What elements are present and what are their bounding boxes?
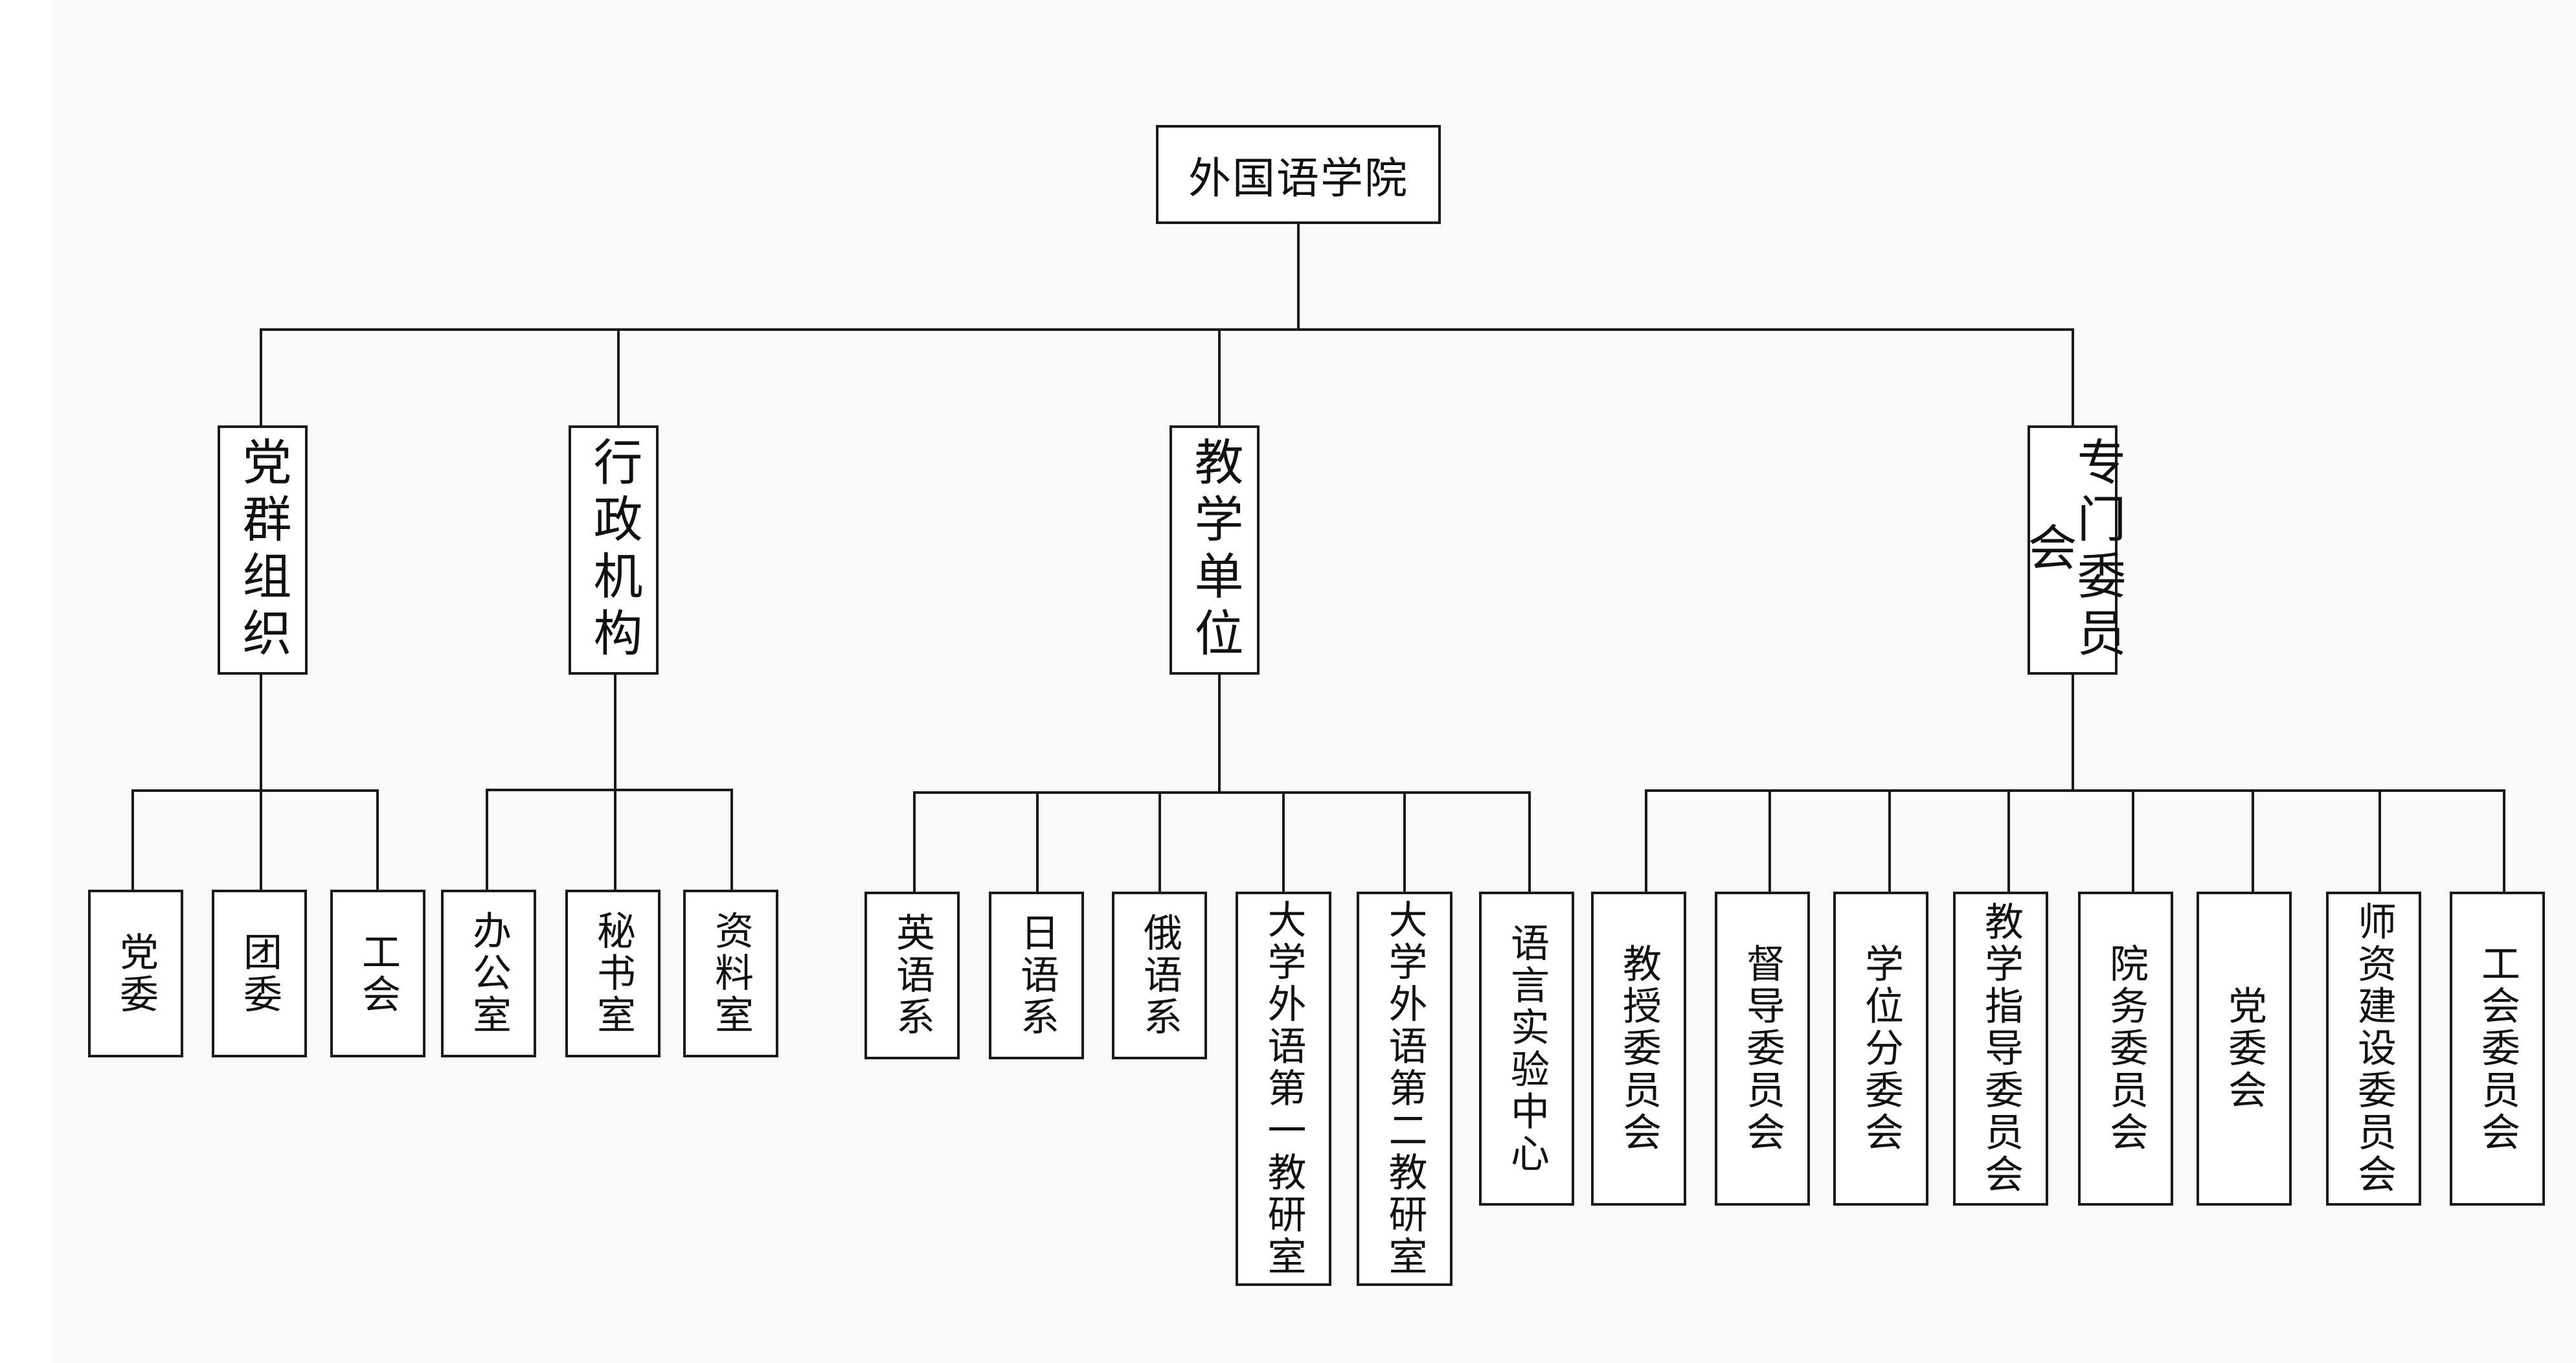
leaf-node: 俄语系 (1112, 892, 1207, 1059)
leaf-label: 院务委员会 (2103, 943, 2149, 1154)
leaf-label: 师资建设委员会 (2351, 901, 2397, 1196)
leaf-label: 语言实验中心 (1504, 922, 1550, 1175)
group-label: 专门委员会 (2019, 436, 2127, 664)
leaf-node: 督导委员会 (1715, 892, 1810, 1206)
leaf-label: 团委 (236, 931, 282, 1016)
group-node-party-org: 党群组织 (218, 425, 308, 675)
leaf-node: 院务委员会 (2078, 892, 2173, 1206)
leaf-node: 教授委员会 (1591, 892, 1686, 1206)
leaf-node: 师资建设委员会 (2326, 892, 2421, 1206)
leaf-label: 党委会 (2221, 986, 2267, 1112)
leaf-label: 督导委员会 (1739, 943, 1785, 1154)
leaf-label: 教学指导委员会 (1978, 901, 2024, 1196)
group-node-committees: 专门委员会 (2020, 425, 2127, 675)
group-label: 教学单位 (1186, 436, 1244, 664)
leaf-node: 大学外语第一教研室 (1236, 892, 1331, 1286)
group-node-teaching: 教学单位 (1169, 425, 1260, 675)
leaf-node: 学位分委会 (1833, 892, 1928, 1206)
group-label: 党群组织 (234, 436, 292, 664)
leaf-node: 党委 (88, 890, 183, 1057)
leaf-node: 日语系 (989, 892, 1084, 1059)
leaf-label: 办公室 (466, 910, 512, 1037)
root-node: 外国语学院 (1156, 125, 1441, 224)
leaf-label: 教授委员会 (1616, 943, 1662, 1154)
leaf-node: 党委会 (2197, 892, 2292, 1206)
leaf-label: 大学外语第一教研室 (1261, 899, 1306, 1278)
leaf-label: 英语系 (889, 912, 935, 1039)
leaf-node: 大学外语第二教研室 (1357, 892, 1452, 1286)
leaf-node: 语言实验中心 (1479, 892, 1574, 1206)
group-node-admin: 行政机构 (569, 425, 659, 675)
leaf-label: 工会委员会 (2474, 943, 2520, 1154)
leaf-label: 资料室 (708, 910, 754, 1037)
leaf-node: 英语系 (864, 892, 960, 1059)
leaf-node: 团委 (212, 890, 307, 1057)
root-label: 外国语学院 (1188, 153, 1408, 203)
leaf-label: 秘书室 (590, 910, 636, 1037)
leaf-label: 日语系 (1013, 912, 1059, 1039)
leaf-node: 秘书室 (565, 890, 661, 1057)
leaf-node: 工会 (330, 890, 425, 1057)
leaf-label: 大学外语第二教研室 (1382, 899, 1427, 1278)
group-label: 行政机构 (585, 436, 643, 664)
leaf-node: 教学指导委员会 (1953, 892, 2048, 1206)
leaf-label: 工会 (355, 931, 401, 1016)
leaf-node: 办公室 (441, 890, 536, 1057)
leaf-label: 俄语系 (1136, 912, 1182, 1039)
leaf-label: 党委 (113, 931, 159, 1016)
leaf-node: 工会委员会 (2450, 892, 2545, 1206)
leaf-node: 资料室 (683, 890, 778, 1057)
leaf-label: 学位分委会 (1858, 943, 1904, 1154)
